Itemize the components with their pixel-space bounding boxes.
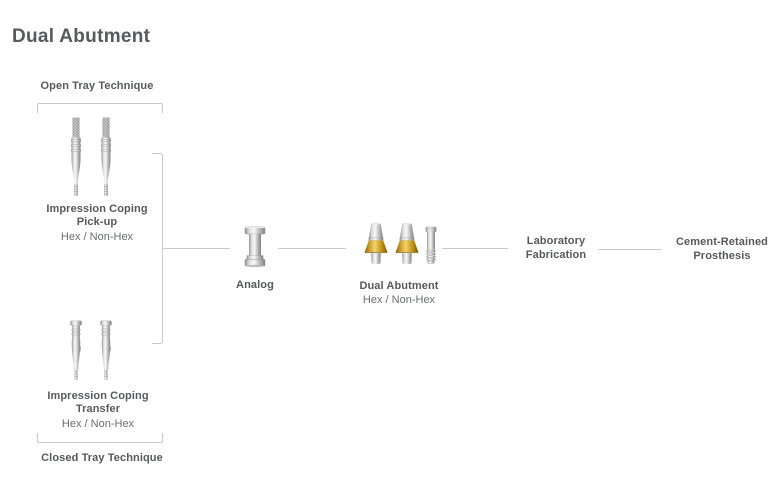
connector-lab-to-prosthesis [598, 249, 662, 250]
connector-analog-to-abutment [278, 248, 346, 249]
impression-coping-pickup-icon [63, 116, 121, 203]
transfer-name-line1: Impression Coping [47, 390, 149, 402]
prosthesis-line2: Prosthesis [693, 250, 751, 262]
impression-coping-pickup-text: Impression Coping Pick-up Hex / Non-Hex [27, 203, 167, 244]
impression-coping-transfer-icon [63, 319, 121, 388]
dual-abutment-icon [361, 221, 439, 274]
prosthesis-text: Cement-Retained Prosthesis [663, 235, 781, 263]
open-tray-bracket [37, 103, 163, 113]
connector-abutment-to-lab [442, 248, 508, 249]
connector-bracket-to-analog [163, 248, 230, 249]
laboratory-line1: Laboratory [526, 235, 586, 247]
dual-abutment-text: Dual Abutment Hex / Non-Hex [339, 280, 459, 307]
closed-tray-bracket [37, 433, 163, 443]
pickup-variant: Hex / Non-Hex [60, 231, 134, 243]
pickup-name-line2: Pick-up [76, 216, 118, 228]
techniques-merge-bracket [152, 153, 163, 344]
transfer-name-line2: Transfer [75, 403, 121, 415]
analog-icon [243, 225, 267, 274]
laboratory-line2: Fabrication [525, 249, 587, 261]
dual-abutment-variant: Hex / Non-Hex [362, 294, 436, 306]
impression-coping-transfer-text: Impression Coping Transfer Hex / Non-Hex [28, 390, 168, 431]
page-title: Dual Abutment [12, 26, 151, 47]
transfer-variant: Hex / Non-Hex [61, 418, 135, 430]
open-tray-technique-label: Open Tray Technique [40, 80, 154, 92]
analog-label: Analog [236, 279, 274, 291]
laboratory-fabrication-text: Laboratory Fabrication [506, 234, 606, 262]
dual-abutment-label: Dual Abutment [359, 280, 439, 292]
prosthesis-line1: Cement-Retained [676, 236, 768, 248]
closed-tray-technique-label: Closed Tray Technique [41, 452, 163, 464]
pickup-name-line1: Impression Coping [46, 203, 148, 215]
